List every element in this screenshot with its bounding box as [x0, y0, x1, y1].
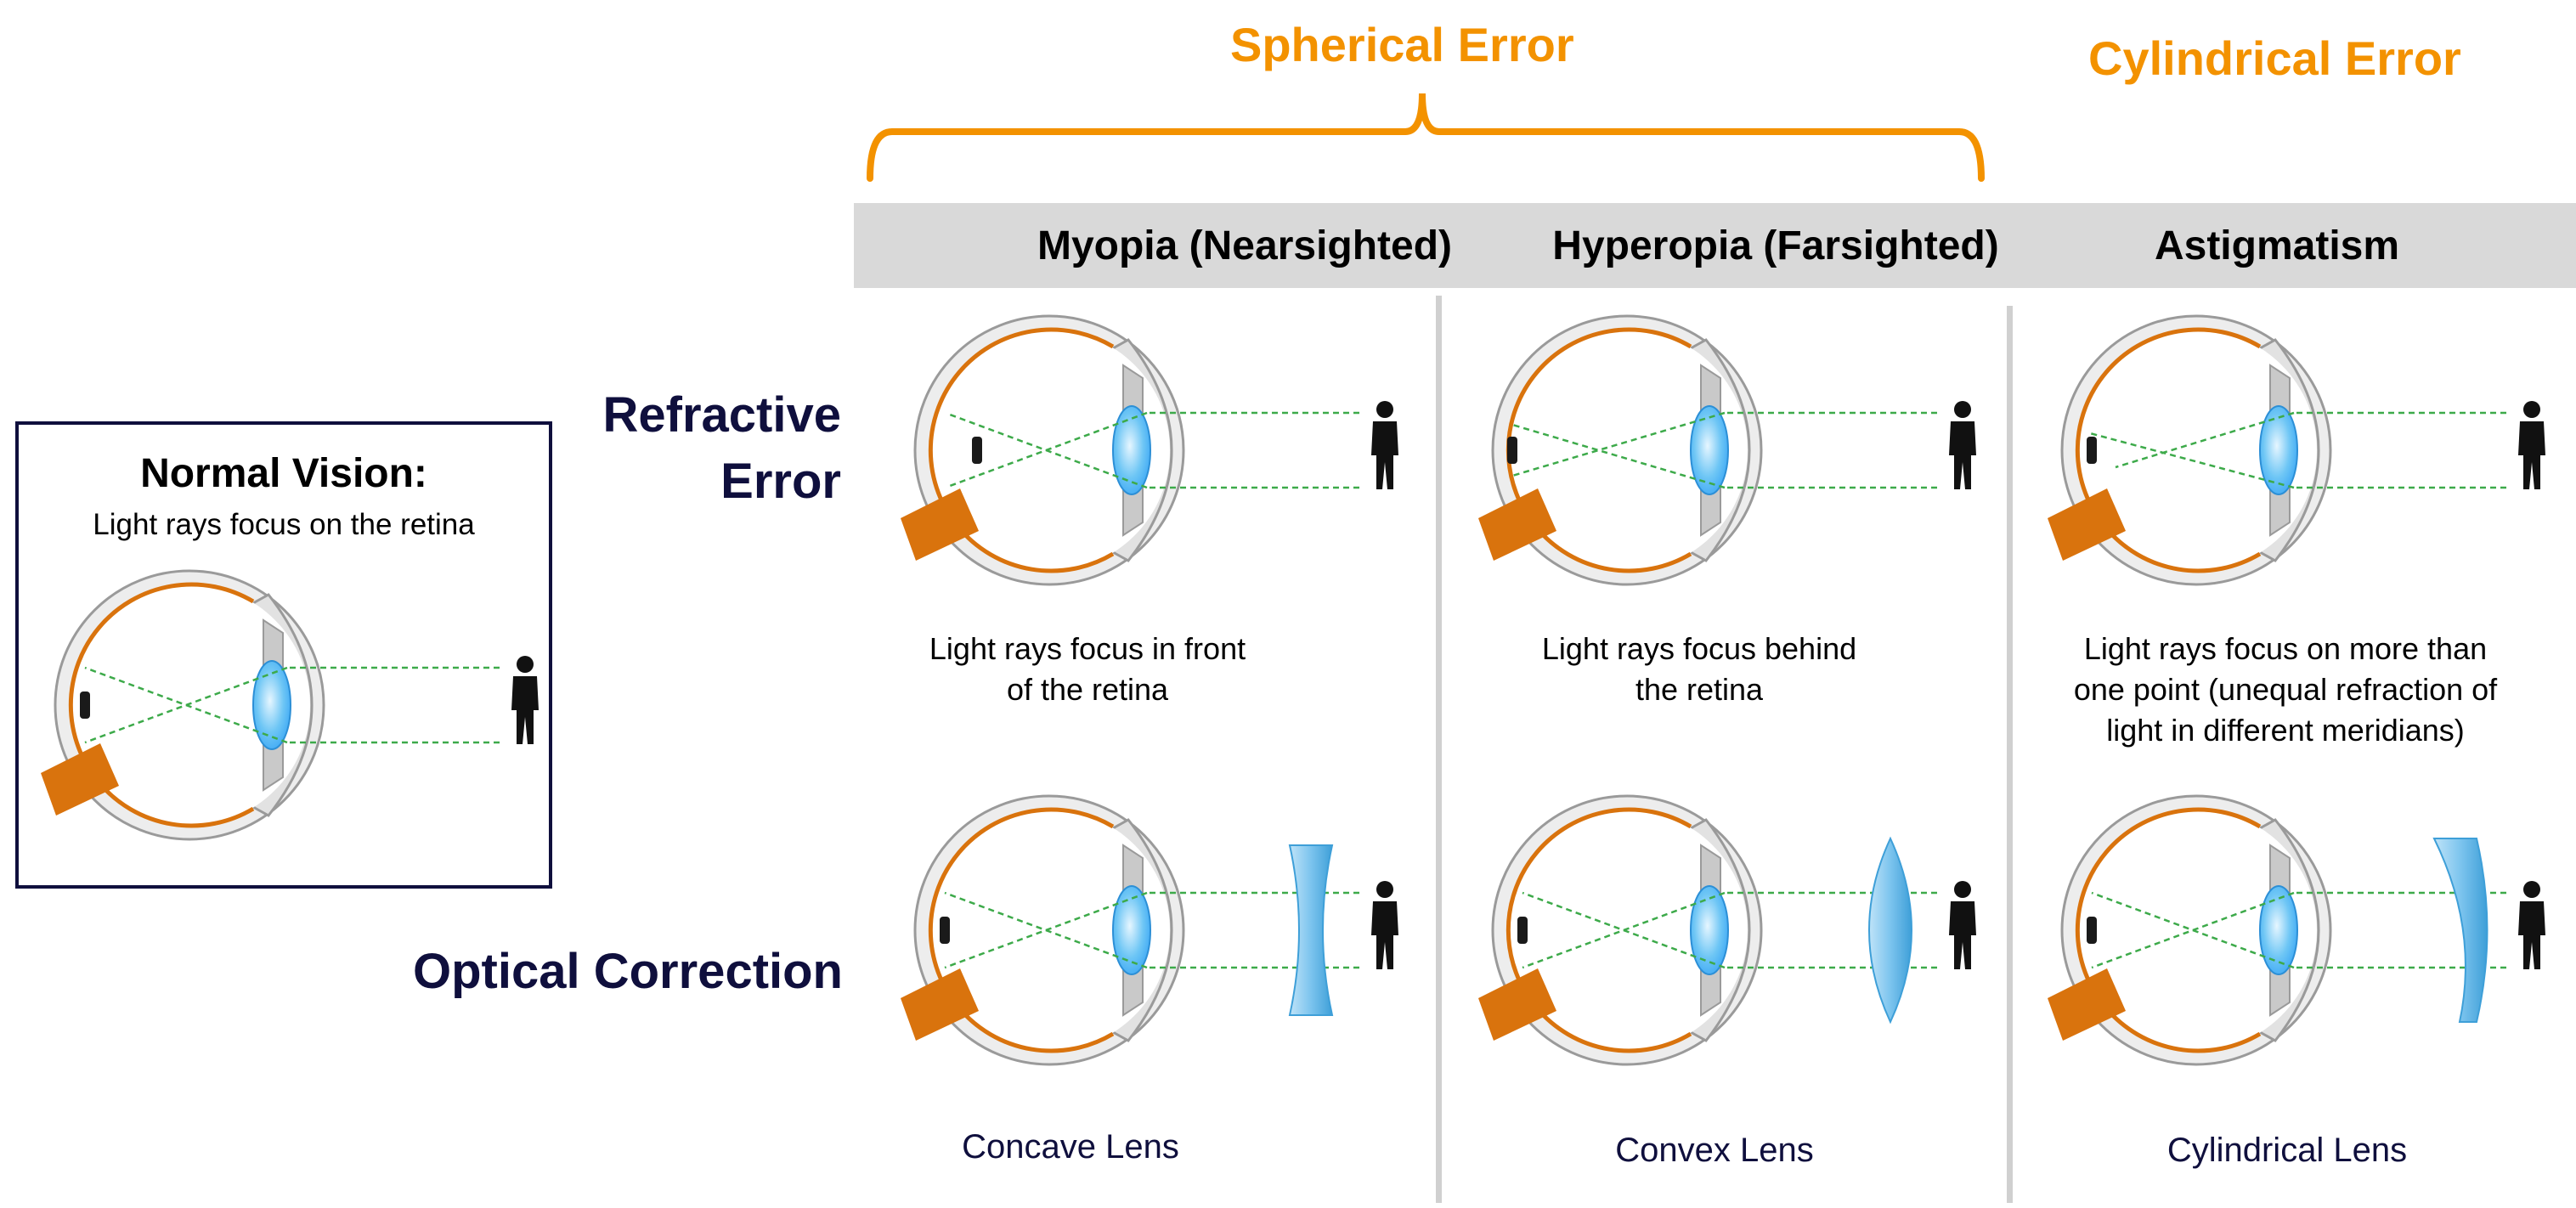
- person-silhouette: [1949, 881, 1976, 969]
- light-ray-bottom-inner: [1511, 423, 1726, 489]
- person-silhouette: [2518, 881, 2545, 969]
- row-label-refractive-line1: Refractive: [602, 387, 841, 443]
- lens-caption-convex: Convex Lens: [1615, 1132, 1814, 1169]
- column-header-astigmatism: Astigmatism: [2154, 223, 2400, 268]
- light-ray-bottom-inner: [2089, 432, 2295, 489]
- retina-shape: [2075, 327, 2262, 573]
- person-silhouette: [1371, 401, 1398, 489]
- cylindrical-error-heading: Cylindrical Error: [2088, 31, 2461, 85]
- crystalline-lens-shape: [1690, 405, 1729, 495]
- retinal-image-figure: [2087, 917, 2097, 944]
- retina-shape: [928, 807, 1115, 1053]
- eye-diagram-hyperopia-refractive: [1478, 314, 1976, 586]
- caption-astigmatism: Light rays focus on more than one point …: [2031, 629, 2540, 751]
- optic-nerve-shape: [2048, 968, 2126, 1041]
- light-ray-bottom-inner: [1522, 891, 1726, 969]
- eye-interior-shape: [929, 810, 1170, 1051]
- eye-diagram-normal: [41, 569, 539, 841]
- cylindrical-lens-shape: [2432, 838, 2488, 1023]
- caption-myopia: Light rays focus in front of the retina: [884, 629, 1291, 710]
- crystalline-lens-shape: [252, 660, 291, 750]
- column-header-hyperopia: Hyperopia (Farsighted): [1552, 223, 1999, 268]
- eye-interior-shape: [2076, 330, 2317, 571]
- concave-lens-shape: [1288, 844, 1334, 1016]
- crystalline-lens-shape: [2259, 885, 2298, 975]
- eye-interior-shape: [2076, 810, 2317, 1051]
- caption-astigmatism-line3: light in different meridians): [2106, 713, 2465, 748]
- crystalline-lens-shape: [1112, 405, 1151, 495]
- eye-diagram-hyperopia-corrected: [1478, 794, 1976, 1066]
- eye-diagram-myopia-refractive: [901, 314, 1398, 586]
- eye-diagram-astigmatism-corrected: [2048, 794, 2545, 1066]
- caption-hyperopia-line2: the retina: [1635, 672, 1764, 707]
- retina-shape: [928, 327, 1115, 573]
- eye-interior-shape: [1506, 810, 1748, 1051]
- light-ray-top-inner: [2115, 411, 2295, 469]
- retinal-image-figure: [940, 917, 950, 944]
- caption-myopia-line2: of the retina: [1006, 672, 1169, 707]
- normal-vision-subtitle: Light rays focus on the retina: [93, 508, 475, 541]
- light-ray-bottom-inner: [84, 666, 288, 744]
- optic-nerve-shape: [2048, 488, 2126, 561]
- light-ray-bottom-inner: [2091, 891, 2295, 969]
- optic-nerve-shape: [1478, 968, 1556, 1041]
- light-ray-bottom-inner: [949, 413, 1148, 489]
- crystalline-lens-shape: [1690, 885, 1729, 975]
- eye-interior-shape: [1506, 330, 1748, 571]
- optic-nerve-shape: [41, 743, 119, 816]
- caption-myopia-line1: Light rays focus in front: [929, 631, 1246, 666]
- eye-interior-shape: [929, 330, 1170, 571]
- optic-nerve-shape: [901, 968, 979, 1041]
- light-ray-bottom-inner: [944, 891, 1148, 969]
- caption-astigmatism-line2: one point (unequal refraction of: [2073, 672, 2498, 707]
- caption-hyperopia-line1: Light rays focus behind: [1541, 631, 1857, 666]
- crystalline-lens-shape: [1112, 885, 1151, 975]
- lens-caption-cylindrical: Cylindrical Lens: [2166, 1132, 2408, 1169]
- column-divider-2: [2007, 306, 2013, 1203]
- optic-nerve-shape: [1478, 488, 1556, 561]
- caption-hyperopia: Light rays focus behind the retina: [1495, 629, 1903, 710]
- eye-diagram-astigmatism-refractive: [2048, 314, 2545, 586]
- caption-astigmatism-line1: Light rays focus on more than: [2083, 631, 2488, 666]
- row-label-refractive-error: Refractive Error: [476, 382, 841, 515]
- convex-lens-shape: [1868, 836, 1912, 1025]
- row-label-refractive-line2: Error: [720, 454, 841, 509]
- person-silhouette: [2518, 401, 2545, 489]
- light-ray-top-inner: [1511, 411, 1726, 477]
- spherical-error-brace: [867, 93, 1985, 182]
- column-header-bar: [854, 203, 2576, 288]
- normal-vision-title: Normal Vision:: [140, 451, 427, 496]
- row-label-optical-correction: Optical Correction: [413, 944, 843, 999]
- person-silhouette: [511, 656, 539, 744]
- retinal-image-figure: [2087, 437, 2097, 464]
- retina-shape: [68, 582, 255, 828]
- retinal-image-figure: [972, 437, 982, 464]
- eye-interior-shape: [69, 584, 310, 826]
- column-divider-1: [1436, 296, 1442, 1203]
- retinal-image-figure: [80, 691, 90, 719]
- retinal-image-figure: [1517, 917, 1528, 944]
- column-header-myopia: Myopia (Nearsighted): [1037, 223, 1453, 268]
- retina-shape: [2075, 807, 2262, 1053]
- optic-nerve-shape: [901, 488, 979, 561]
- person-silhouette: [1371, 881, 1398, 969]
- person-silhouette: [1949, 401, 1976, 489]
- spherical-error-heading: Spherical Error: [1230, 18, 1574, 71]
- eye-diagram-myopia-corrected: [901, 794, 1398, 1066]
- retinal-image-figure: [1507, 437, 1517, 464]
- crystalline-lens-shape: [2259, 405, 2298, 495]
- retina-shape: [1505, 807, 1692, 1053]
- lens-caption-concave: Concave Lens: [962, 1128, 1179, 1166]
- light-ray-top-inner: [949, 411, 1148, 488]
